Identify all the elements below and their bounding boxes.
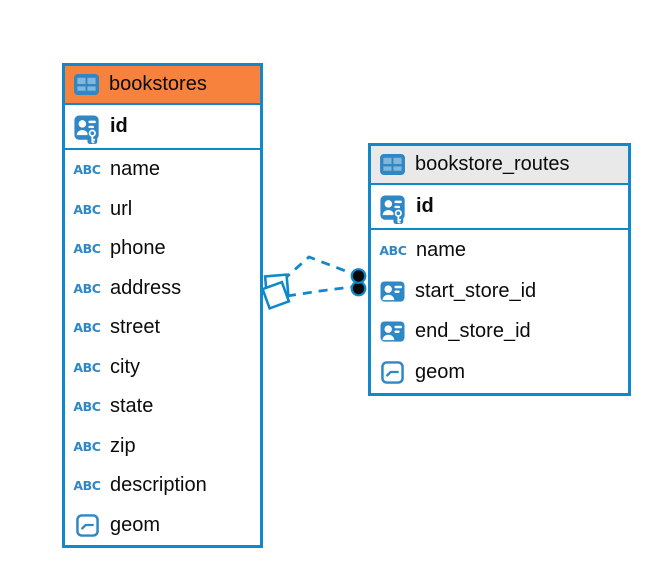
column-label: geom [110,513,161,536]
column-row-end-store-id[interactable]: end_store_id [371,312,628,353]
text-type-icon: ABC [73,201,101,217]
column-label: id [416,195,434,217]
column-row-id[interactable]: id [65,105,260,150]
column-label: phone [110,237,166,260]
column-label: street [110,316,161,339]
column-label: geom [415,361,466,384]
relationship-target-handle[interactable] [350,268,367,297]
column-row-state[interactable]: ABC state [65,387,260,427]
text-type-icon: ABC [73,162,101,178]
column-label: state [110,395,154,418]
reference-type-icon [379,320,406,343]
column-label: zip [110,434,136,457]
column-label: description [110,474,207,497]
table-node-bookstores[interactable]: bookstores id ABC name ABC url ABC phone… [62,63,263,548]
column-row-start-store-id[interactable]: start_store_id [371,271,628,312]
column-row-name[interactable]: ABC name [371,230,628,271]
column-label: start_store_id [415,279,537,302]
table-icon [379,153,406,176]
text-type-icon: ABC [73,359,101,375]
column-label: id [110,115,128,137]
column-row-description[interactable]: ABC description [65,466,260,506]
reference-type-icon [379,280,406,303]
text-type-icon: ABC [379,242,407,258]
text-type-icon: ABC [73,241,101,257]
column-row-city[interactable]: ABC city [65,348,260,388]
column-row-address[interactable]: ABC address [65,269,260,309]
relationship-line-lower[interactable] [286,285,352,298]
column-label: url [110,197,133,220]
text-type-icon: ABC [73,399,101,415]
text-type-icon: ABC [73,438,101,454]
table-title: bookstore_routes [415,153,570,175]
table-icon [73,73,100,96]
column-row-street[interactable]: ABC street [65,308,260,348]
column-row-zip[interactable]: ABC zip [65,427,260,467]
text-type-icon: ABC [73,280,101,296]
column-row-geom[interactable]: geom [65,506,260,546]
text-type-icon: ABC [73,478,101,494]
column-label: address [110,276,182,299]
column-row-id[interactable]: id [371,185,628,230]
column-row-geom[interactable]: geom [371,352,628,393]
table-node-bookstore-routes[interactable]: bookstore_routes id ABC name start_store… [368,143,631,396]
table-header-bookstores[interactable]: bookstores [65,66,260,105]
column-label: city [110,355,140,378]
table-title: bookstores [109,73,207,95]
column-label: name [416,238,467,261]
relationship-source-handle[interactable] [260,273,291,311]
relationship-line-upper[interactable] [282,255,353,282]
primary-key-icon [73,114,101,145]
column-label: end_store_id [415,320,531,343]
column-row-name[interactable]: ABC name [65,150,260,190]
column-row-phone[interactable]: ABC phone [65,229,260,269]
geometry-type-icon [76,514,99,537]
column-label: name [110,158,161,181]
text-type-icon: ABC [73,320,101,336]
table-header-bookstore-routes[interactable]: bookstore_routes [371,146,628,185]
geometry-type-icon [381,361,404,384]
column-row-url[interactable]: ABC url [65,190,260,230]
primary-key-icon [379,194,407,225]
